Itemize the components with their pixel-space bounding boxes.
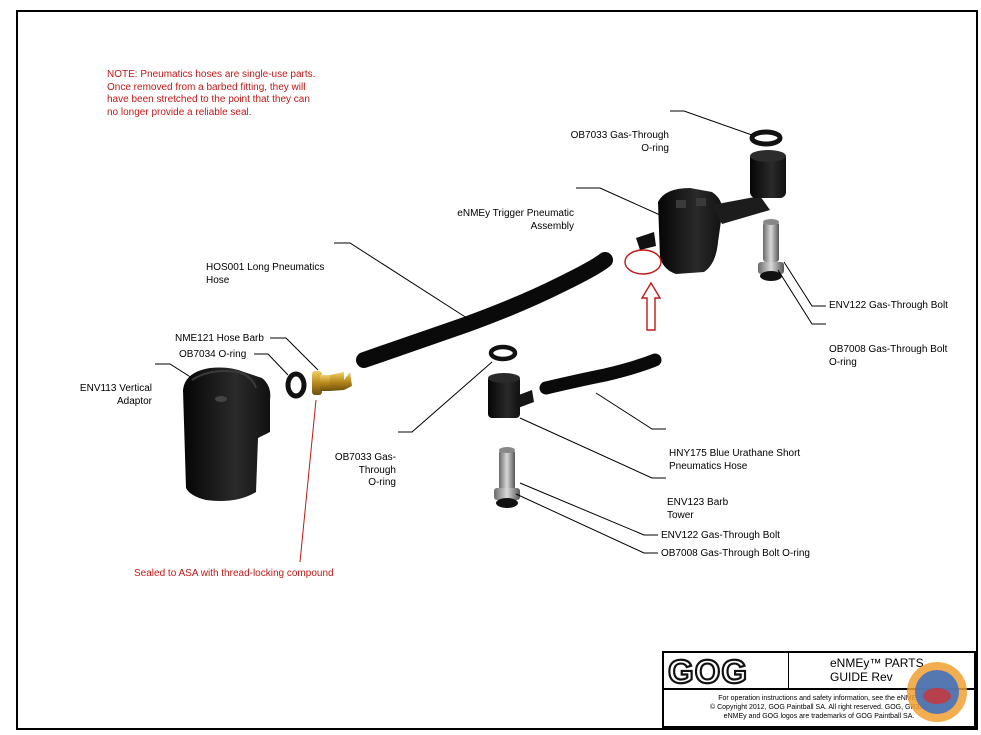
env122-bottom-bolt [494,447,520,508]
pneumatics-warning-note: NOTE: Pneumatics hoses are single-use pa… [107,69,316,118]
env122-top-bolt [758,219,784,281]
label-line: OB7033 Gas- [334,452,396,463]
fine-print-line: For operation instructions and safety in… [718,695,920,702]
fine-print: For operation instructions and safety in… [666,694,972,721]
label-line: HOS001 Long Pneumatics [206,262,325,273]
ob7033-mid-o-ring [488,344,518,362]
label-line: OB7033 Gas-Through [570,130,669,141]
watermark-stamp [907,662,967,722]
hos001-long-hose [356,252,613,368]
nme121-hose-barb [312,371,352,395]
doc-title-line: GUIDE Rev [830,670,893,684]
label-line: Through [358,464,396,476]
env113-vertical-adaptor [183,367,271,501]
label-line: O-ring [829,356,857,368]
label-line: Tower [667,509,694,521]
label-line: HNY175 Blue Urathane Short [669,448,801,459]
fitting-highlight-arrow [640,281,662,331]
label-ob7034: OB7034 O-ring [179,349,247,360]
label-line: eNMEy Trigger Pneumatic [457,208,574,219]
gog-logo: GOG [667,652,749,691]
hny175-short-hose [539,353,662,395]
label-line: ENV123 Barb [667,497,729,508]
trigger-pneumatic-assembly [636,150,786,274]
fitting-highlight-circle [624,249,662,275]
leader-lines [155,110,826,554]
fine-print-line: eNMEy and GOG logos are trademarks of GO… [723,713,915,720]
doc-title-line: eNMEy™ PARTS [830,656,924,670]
ob7033-top-o-ring [749,129,783,147]
document-title: eNMEy™ PARTS GUIDE Rev [830,656,970,684]
label-line: OB7008 Gas-Through Bolt [829,344,948,355]
label-env122-bottom: ENV122 Gas-Through Bolt [661,530,780,541]
label-ob7008-bottom: OB7008 Gas-Through Bolt O-ring [661,548,810,559]
ob7034-o-ring [285,371,307,399]
label-line: O-ring [641,142,669,154]
label-line: Hose [206,274,230,286]
label-nme121: NME121 Hose Barb [175,333,264,344]
page-border [16,10,978,730]
sealed-thread-locking-note: Sealed to ASA with thread-locking compou… [134,568,334,579]
title-block-divider [662,688,976,690]
label-line: O-ring [368,477,396,488]
title-block-logo-divider [788,651,789,688]
env123-barb-tower [488,373,534,418]
label-line: Pneumatics Hose [669,460,748,472]
sealed-leader-line [299,399,317,563]
label-env122-top: ENV122 Gas-Through Bolt [829,300,948,311]
label-line: Adaptor [116,395,152,407]
fine-print-line: © Copyright 2012, GOG Paintball SA. All … [710,704,928,711]
label-line: Assembly [530,220,574,232]
label-line: ENV113 Vertical [79,383,152,394]
